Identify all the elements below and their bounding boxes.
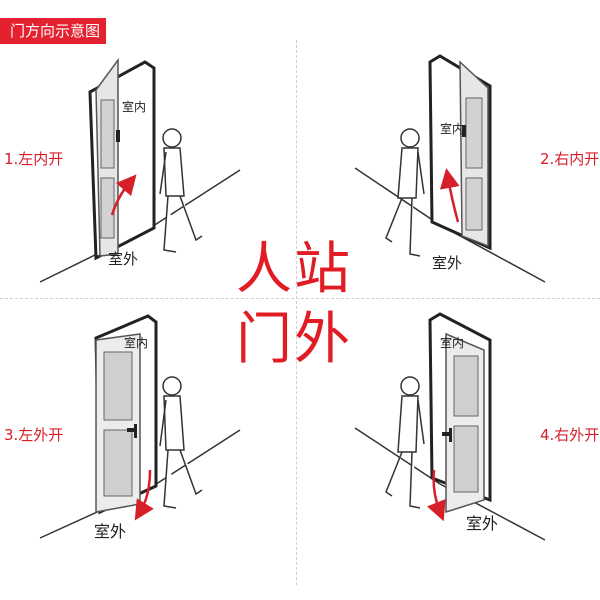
open-arrow bbox=[110, 174, 137, 216]
open-arrow bbox=[427, 469, 446, 522]
divider-vertical bbox=[296, 40, 297, 585]
person bbox=[159, 376, 203, 509]
panel-2-inside-label: 室内 bbox=[440, 122, 465, 136]
center-text-line2: 门外 bbox=[236, 307, 352, 372]
panel-2-outside-label: 室外 bbox=[432, 254, 463, 272]
person bbox=[159, 128, 203, 253]
panel-3-outside-label: 室外 bbox=[94, 522, 127, 541]
panel-1-caption: 1.左内开 bbox=[4, 150, 64, 168]
open-arrow bbox=[439, 168, 460, 223]
center-text-line1: 人站 bbox=[236, 237, 352, 302]
divider-horizontal bbox=[0, 298, 600, 299]
panel-3-inside-label: 室内 bbox=[124, 336, 149, 350]
panel-4-scene bbox=[354, 312, 546, 541]
panel-4-inside-label: 室内 bbox=[440, 336, 465, 350]
panel-4-caption: 4.右外开 bbox=[540, 426, 600, 444]
panel-3-caption: 3.左外开 bbox=[4, 426, 64, 444]
person bbox=[385, 128, 425, 257]
panel-1-scene bbox=[39, 57, 241, 283]
panel-1-outside-label: 室外 bbox=[108, 250, 139, 268]
title-tag: 门方向示意图 bbox=[0, 18, 106, 44]
panel-1-inside-label: 室内 bbox=[122, 100, 147, 114]
person bbox=[385, 376, 425, 509]
panel-2-caption: 2.右内开 bbox=[540, 150, 600, 168]
panel-2-scene bbox=[354, 54, 546, 283]
panel-3-scene bbox=[39, 314, 241, 539]
open-arrow bbox=[134, 469, 154, 521]
panel-4-outside-label: 室外 bbox=[466, 514, 499, 533]
